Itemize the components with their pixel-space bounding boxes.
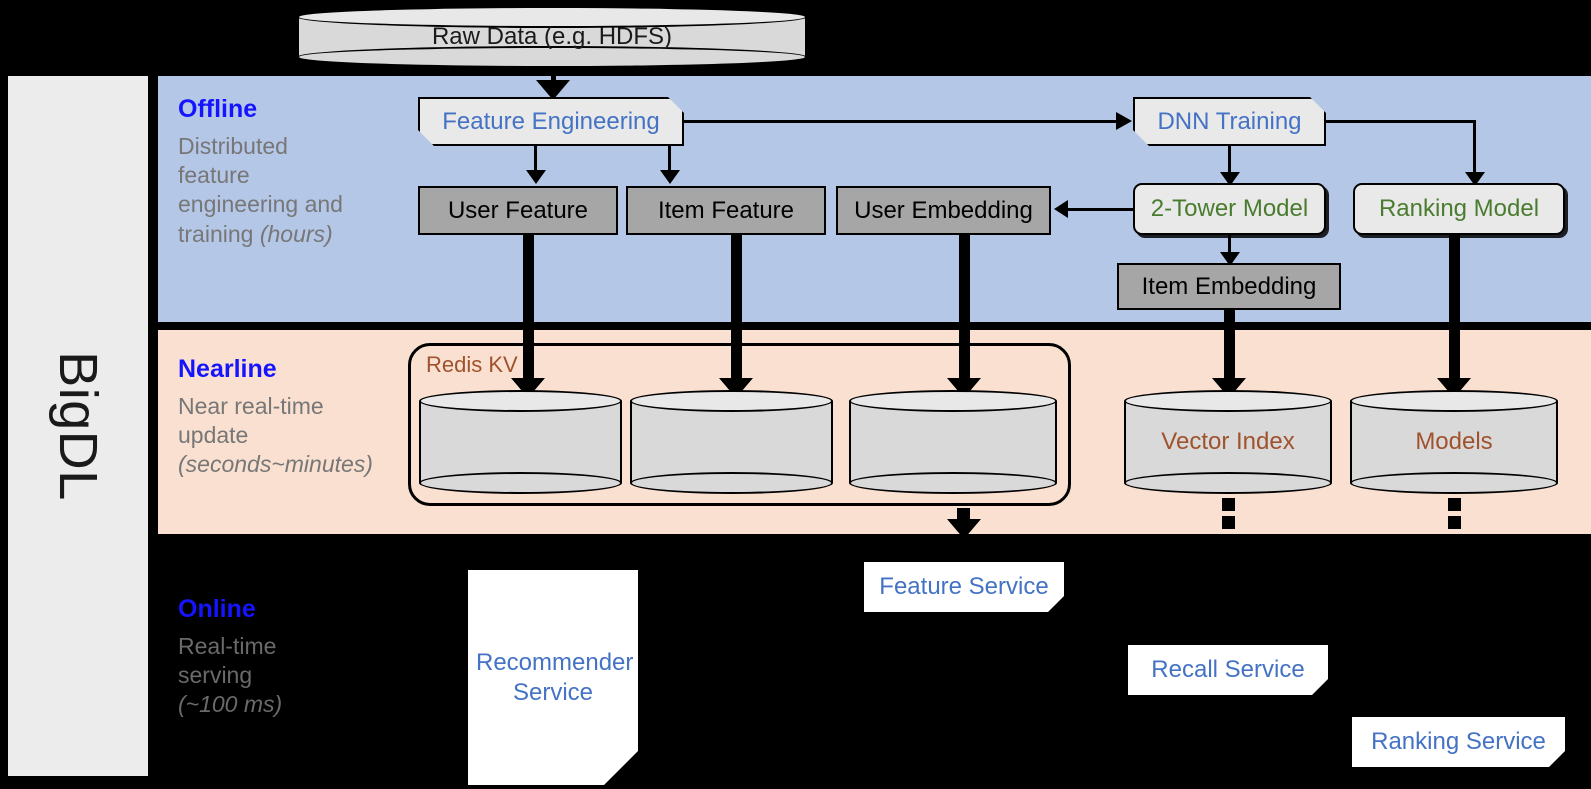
nearline-caption: Nearline Near real-time update (seconds~… bbox=[178, 355, 393, 480]
offline-subtitle-italic: (hours) bbox=[259, 220, 333, 247]
redis-kv-label: Redis KV bbox=[426, 352, 518, 377]
nearline-subtitle: Near real-time update (seconds~minutes) bbox=[178, 392, 393, 480]
online-subtitle-l1: Real-time bbox=[178, 632, 277, 659]
ranking-model-box[interactable]: Ranking Model bbox=[1353, 183, 1565, 235]
line-fe-to-dnn bbox=[684, 120, 1116, 123]
line-fe-to-userfeature bbox=[534, 146, 537, 174]
recommender-service-label: Recommender Service bbox=[476, 648, 634, 706]
arrow-fe-userfeature-head bbox=[526, 170, 546, 184]
nearline-subtitle-l1: Near real-time bbox=[178, 392, 324, 419]
thick-line-userfeature-to-kv bbox=[523, 235, 534, 392]
arrow-2tower-itemembedding-head bbox=[1220, 252, 1240, 266]
line-2tower-to-itemembedding bbox=[1228, 235, 1231, 263]
offline-subtitle: Distributed feature engineering and trai… bbox=[178, 132, 393, 250]
offline-subtitle-l4: training bbox=[178, 220, 260, 247]
offline-subtitle-l3: engineering and bbox=[178, 191, 343, 218]
kv-cylinder-user-embedding bbox=[849, 390, 1057, 494]
thick-line-itemembedding-to-vectorindex bbox=[1224, 310, 1235, 392]
models-label: Models bbox=[1415, 428, 1493, 455]
user-feature-box[interactable]: User Feature bbox=[418, 186, 618, 235]
dash-marker-featureservice bbox=[957, 508, 970, 521]
offline-title: Offline bbox=[178, 95, 258, 123]
recommender-service-note[interactable]: Recommender Service bbox=[468, 570, 638, 785]
offline-subtitle-l1: Distributed bbox=[178, 132, 288, 159]
two-tower-model-label: 2-Tower Model bbox=[1150, 195, 1309, 222]
arrow-rawdata-fe-head bbox=[536, 80, 570, 100]
nearline-subtitle-l2: update bbox=[178, 421, 249, 448]
raw-data-label: Raw Data (e.g. HDFS) bbox=[431, 23, 673, 50]
vector-index-label: Vector Index bbox=[1161, 428, 1295, 455]
arrow-2tower-userembedding-head bbox=[1054, 200, 1068, 218]
arrow-rawdata-fe-line bbox=[551, 68, 556, 86]
ranking-model-label: Ranking Model bbox=[1378, 195, 1540, 222]
line-dnn-to-ranking-h bbox=[1326, 120, 1476, 123]
arrow-fe-to-dnn-head bbox=[1116, 112, 1132, 130]
arrow-fe-itemfeature-head bbox=[660, 170, 680, 184]
item-embedding-label: Item Embedding bbox=[1141, 272, 1317, 300]
online-caption: Online Real-time serving (~100 ms) bbox=[178, 595, 393, 720]
user-embedding-box[interactable]: User Embedding bbox=[836, 186, 1051, 235]
dnn-training-box[interactable]: DNN Training bbox=[1133, 97, 1326, 146]
feature-service-note[interactable]: Feature Service bbox=[864, 562, 1064, 612]
user-embedding-label: User Embedding bbox=[854, 196, 1033, 224]
redis-kv-container bbox=[408, 343, 1071, 506]
online-title: Online bbox=[178, 595, 256, 623]
ranking-service-note[interactable]: Ranking Service bbox=[1352, 717, 1565, 767]
online-subtitle-l2: serving bbox=[178, 661, 253, 688]
dash-marker-vectorindex-2 bbox=[1222, 516, 1235, 529]
nearline-subtitle-italic: (seconds~minutes) bbox=[178, 451, 373, 478]
item-feature-box[interactable]: Item Feature bbox=[626, 186, 826, 235]
line-2tower-to-userembedding bbox=[1068, 208, 1133, 211]
dash-marker-vectorindex-1 bbox=[1222, 498, 1235, 511]
models-cylinder[interactable]: Models bbox=[1350, 390, 1558, 494]
dash-marker-models-1 bbox=[1448, 498, 1461, 511]
thick-line-itemfeature-to-kv bbox=[731, 235, 742, 392]
arrow-kv-to-featureservice-head bbox=[947, 519, 981, 539]
nearline-title: Nearline bbox=[178, 355, 277, 383]
item-embedding-box[interactable]: Item Embedding bbox=[1117, 263, 1341, 310]
line-dnn-to-ranking-v bbox=[1473, 120, 1476, 178]
kv-cylinder-user-feature bbox=[419, 390, 622, 494]
recall-service-label: Recall Service bbox=[1151, 656, 1305, 683]
bigdl-sidebar: BigDL bbox=[8, 76, 148, 776]
online-subtitle: Real-time serving (~100 ms) bbox=[178, 632, 393, 720]
thick-line-userembedding-to-kv bbox=[959, 235, 970, 392]
recall-service-note[interactable]: Recall Service bbox=[1128, 645, 1328, 695]
feature-service-label: Feature Service bbox=[879, 573, 1049, 600]
dash-marker-models-2 bbox=[1448, 516, 1461, 529]
vector-index-cylinder[interactable]: Vector Index bbox=[1124, 390, 1332, 494]
item-feature-label: Item Feature bbox=[657, 196, 795, 224]
raw-data-cylinder: Raw Data (e.g. HDFS) bbox=[297, 6, 807, 68]
offline-subtitle-l2: feature bbox=[178, 161, 250, 188]
line-fe-to-itemfeature bbox=[668, 146, 671, 174]
two-tower-model-box[interactable]: 2-Tower Model bbox=[1133, 183, 1326, 235]
online-subtitle-italic: (~100 ms) bbox=[178, 691, 283, 718]
kv-cylinder-item-feature bbox=[630, 390, 833, 494]
thick-line-rankingmodel-to-models bbox=[1449, 235, 1460, 392]
dnn-training-label: DNN Training bbox=[1157, 107, 1302, 135]
arrow-dnn-ranking-head bbox=[1465, 172, 1485, 186]
feature-engineering-box[interactable]: Feature Engineering bbox=[418, 97, 684, 146]
bigdl-label: BigDL bbox=[48, 351, 109, 501]
offline-caption: Offline Distributed feature engineering … bbox=[178, 95, 393, 250]
ranking-service-label: Ranking Service bbox=[1371, 728, 1546, 755]
line-dnn-to-2tower bbox=[1228, 146, 1231, 180]
feature-engineering-label: Feature Engineering bbox=[442, 107, 660, 135]
user-feature-label: User Feature bbox=[447, 196, 589, 224]
arrow-dnn-2tower-head bbox=[1220, 172, 1240, 186]
